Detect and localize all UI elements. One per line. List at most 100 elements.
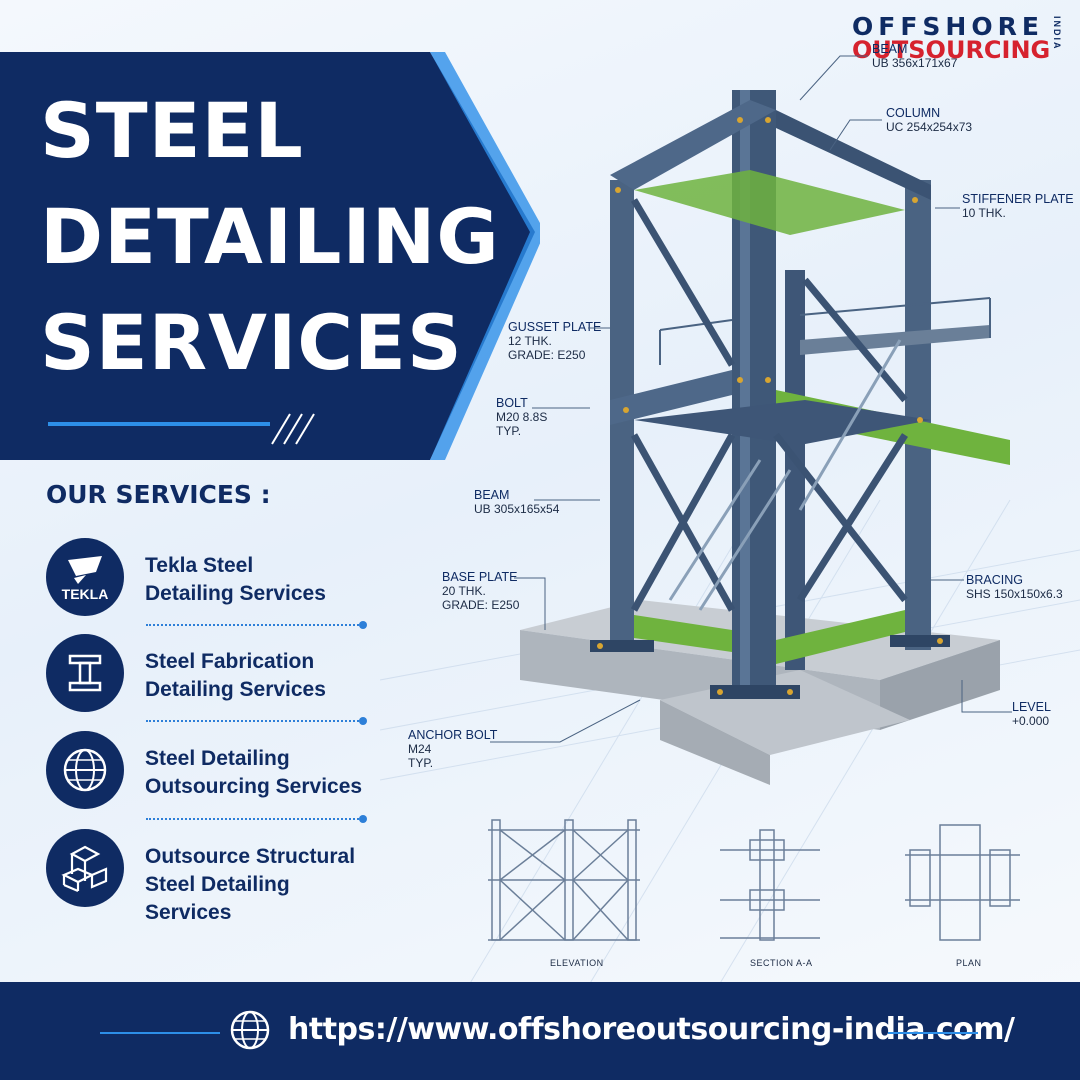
service-icon-circle	[46, 829, 124, 907]
callout-spec: M20 8.8S	[496, 410, 548, 424]
service-item-line-2: Steel Detailing Services	[145, 873, 290, 924]
brand-logo-bottom: OUTSOURCING	[852, 36, 1051, 64]
drawing-label-elevation: ELEVATION	[550, 958, 604, 968]
service-item-label: Outsource Structural Steel Detailing Ser…	[145, 843, 376, 927]
base-plate-left	[590, 640, 654, 652]
platform	[800, 325, 990, 355]
base-plate-right	[890, 635, 950, 647]
callout-gusset-plate: GUSSET PLATE 12 THK. GRADE: E250	[508, 320, 601, 362]
column-mid	[785, 270, 805, 670]
section-drawing	[720, 829, 820, 941]
callout-spec: M24	[408, 742, 432, 756]
footer-bar: https://www.offshoreoutsourcing-india.co…	[0, 982, 1080, 1080]
service-icon-circle: TEKLA	[46, 538, 124, 616]
callout-beam: BEAM UB 305x165x54	[474, 488, 559, 516]
service-icon-circle	[46, 634, 124, 712]
globe-icon	[63, 748, 107, 792]
service-item-line-2: Detailing Services	[145, 582, 326, 605]
service-item-line-1: Outsource Structural	[145, 845, 356, 868]
callout-spec: GRADE: E250	[442, 598, 520, 612]
beam-bottom-right	[776, 610, 905, 664]
callout-column: COLUMN UC 254x254x73	[886, 106, 972, 134]
callout-spec: SHS 150x150x6.3	[966, 587, 1063, 601]
headline-panel-shape	[0, 52, 540, 460]
service-divider	[146, 717, 367, 725]
callout-spec: 20 THK.	[442, 584, 486, 598]
callout-spec: UB 356x171x67	[872, 56, 958, 70]
plan-drawing	[905, 824, 1020, 941]
drawing-label-section: SECTION A-A	[750, 958, 813, 968]
callout-title: BEAM	[872, 42, 908, 56]
service-divider	[146, 815, 367, 823]
column-front-flange	[740, 90, 750, 690]
page-title: STEEL DETAILING SERVICES	[40, 78, 500, 396]
foundation-side	[880, 640, 1000, 730]
service-item-tekla[interactable]: TEKLA Tekla Steel Detailing Services	[46, 538, 376, 618]
structure-blocks-icon	[61, 845, 108, 893]
service-item-label: Tekla Steel Detailing Services	[145, 552, 326, 608]
service-item-label: Steel Fabrication Detailing Services	[145, 648, 326, 704]
callout-spec: GRADE: E250	[508, 348, 586, 362]
drawing-label-plan: PLAN	[956, 958, 982, 968]
service-item-line-1: Steel Fabrication	[145, 650, 315, 673]
base-plate-front	[710, 685, 800, 699]
tekla-logo-icon	[68, 556, 102, 584]
headline-panel	[0, 52, 540, 460]
beam-bottom-left	[634, 615, 732, 652]
callout-stiffener-plate: STIFFENER PLATE 10 THK.	[962, 192, 1074, 220]
callout-title: STIFFENER PLATE	[962, 192, 1074, 206]
steel-structure-illustration	[520, 90, 1010, 785]
callout-title: BRACING	[966, 573, 1023, 587]
services-heading: OUR SERVICES :	[46, 480, 271, 509]
callout-bracing: BRACING SHS 150x150x6.3	[966, 573, 1063, 601]
service-item-line-2: Detailing Services	[145, 678, 326, 701]
brand-logo: OFFSHORE OUTSOURCING INDIA	[852, 12, 1062, 74]
service-item-label: Steel Detailing Outsourcing Services	[145, 745, 362, 801]
website-link[interactable]: https://www.offshoreoutsourcing-india.co…	[288, 1012, 1015, 1047]
callout-beam-top: BEAM UB 356x171x67	[872, 42, 957, 70]
globe-icon	[230, 1010, 270, 1050]
callout-spec: +0.000	[1012, 714, 1050, 728]
callout-bolt: BOLT M20 8.8S TYP.	[496, 396, 547, 438]
callout-spec: TYP.	[408, 756, 434, 770]
callout-anchor-bolt: ANCHOR BOLT M24 TYP.	[408, 728, 497, 770]
callout-spec: 10 THK.	[962, 206, 1006, 220]
callout-title: LEVEL	[1012, 700, 1051, 714]
headline-line-3: SERVICES	[40, 298, 463, 387]
callout-base-plate: BASE PLATE 20 THK. GRADE: E250	[442, 570, 519, 612]
bracing-members	[630, 198, 908, 612]
footer-accent-line-right	[888, 1032, 978, 1034]
i-beam-icon	[68, 654, 102, 692]
beam-top-back	[634, 170, 905, 235]
service-divider	[146, 621, 367, 629]
beam-top-left	[610, 100, 776, 190]
callout-title: COLUMN	[886, 106, 941, 120]
callout-spec: 12 THK.	[508, 334, 552, 348]
beam-top-right	[776, 110, 931, 200]
callout-title: BASE PLATE	[442, 570, 518, 584]
service-item-fabrication[interactable]: Steel Fabrication Detailing Services	[46, 634, 376, 714]
service-item-structural[interactable]: Outsource Structural Steel Detailing Ser…	[46, 829, 376, 924]
callout-title: BEAM	[474, 488, 510, 502]
brand-logo-side: INDIA	[1052, 16, 1062, 51]
brand-logo-top: OFFSHORE	[852, 12, 1044, 41]
service-item-line-1: Steel Detailing	[145, 747, 290, 770]
beam-mid-left	[610, 370, 732, 425]
callout-spec: UB 305x165x54	[474, 502, 560, 516]
callout-title: GUSSET PLATE	[508, 320, 602, 334]
bolt-markers	[597, 117, 943, 695]
column-back-right	[905, 180, 931, 650]
callout-spec: TYP.	[496, 424, 522, 438]
foundation-pad-front	[660, 700, 770, 785]
tekla-logo-text: TEKLA	[61, 586, 109, 602]
callout-title: BOLT	[496, 396, 528, 410]
footer-accent-line-left	[100, 1032, 220, 1034]
headline-line-1: STEEL	[40, 86, 304, 175]
callout-spec: UC 254x254x73	[886, 120, 973, 134]
stairs	[668, 339, 902, 611]
service-item-outsourcing[interactable]: Steel Detailing Outsourcing Services	[46, 731, 376, 811]
callout-title: ANCHOR BOLT	[408, 728, 498, 742]
callout-leaders	[490, 55, 1012, 743]
headline-line-2: DETAILING	[40, 192, 500, 281]
service-item-line-2: Outsourcing Services	[145, 775, 363, 798]
